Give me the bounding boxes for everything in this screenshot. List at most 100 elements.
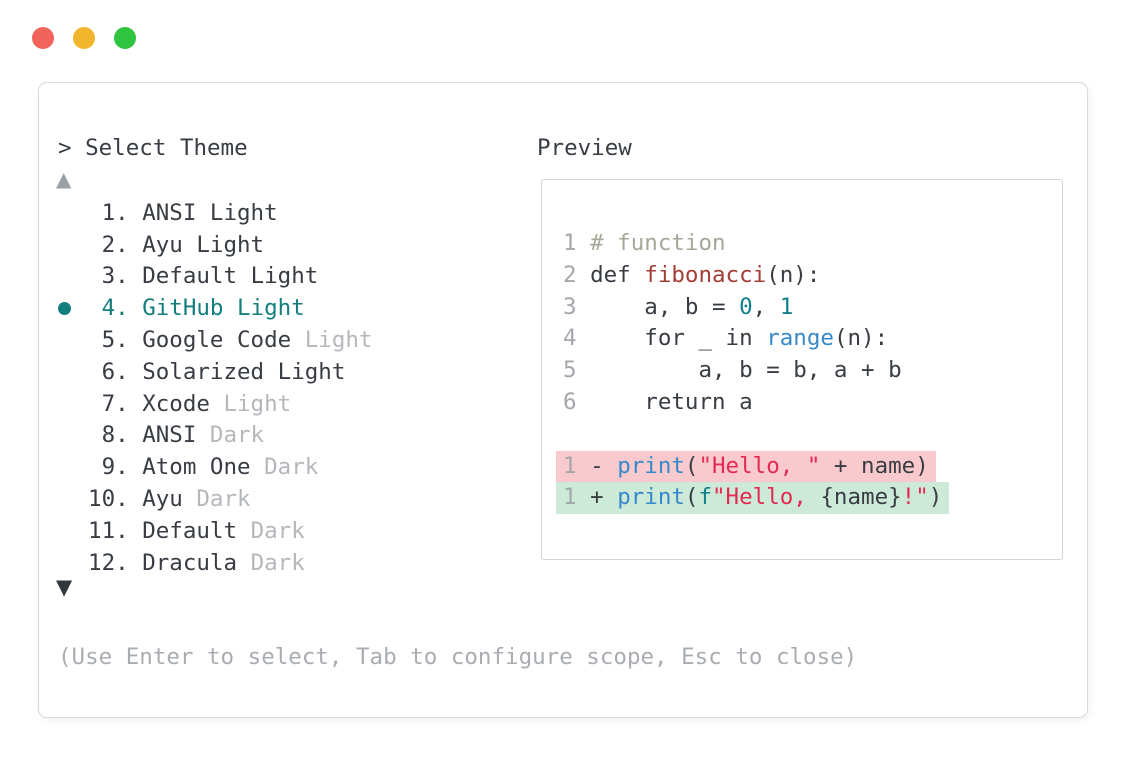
code-token-code: def: [590, 261, 645, 288]
theme-list-item[interactable]: 9. Atom One Dark: [58, 451, 372, 483]
selected-bullet-slot: [58, 483, 88, 515]
theme-item-label: Atom One Dark: [142, 454, 319, 481]
selected-bullet-slot: [58, 547, 88, 579]
theme-item-number: 4.: [101, 295, 129, 322]
theme-list-item[interactable]: 1. ANSI Light: [58, 197, 372, 229]
theme-item-label: Dracula Dark: [142, 549, 305, 576]
selected-bullet-slot: [58, 420, 88, 452]
theme-list-item[interactable]: 5. Google Code Light: [58, 324, 373, 356]
close-button[interactable]: [32, 27, 54, 49]
diff-sign: -: [576, 452, 618, 479]
selected-bullet-icon: [58, 301, 71, 315]
theme-item-number: 7.: [101, 390, 129, 417]
code-token-code: {name}: [820, 484, 902, 511]
theme-item-number: 6.: [101, 358, 129, 385]
code-token-code: + name): [820, 452, 929, 479]
selected-bullet-slot: [58, 292, 88, 324]
theme-item-label: Xcode Light: [142, 390, 292, 417]
code-token-string: "Hello, ": [698, 452, 821, 479]
theme-item-label: Ayu Dark: [142, 486, 251, 513]
code-token-code: a, b = b, a + b: [590, 357, 902, 384]
code-token-builtin: print: [617, 452, 685, 479]
preview-title: Preview: [537, 135, 632, 161]
code-token-comment: # function: [590, 230, 726, 256]
theme-item-number: 1.: [101, 199, 129, 226]
theme-item-label: ANSI Light: [142, 199, 278, 226]
theme-list-item[interactable]: 7. Xcode Light: [58, 388, 372, 420]
theme-item-label: Default Dark: [142, 517, 305, 544]
theme-list-item[interactable]: 3. Default Light: [58, 261, 372, 293]
theme-item-number: 12.: [88, 549, 129, 576]
code-line: 2 def fibonacci(n):: [563, 260, 820, 292]
theme-list-item[interactable]: 10. Ayu Dark: [58, 483, 372, 515]
selected-bullet-slot: [58, 515, 88, 547]
selected-bullet-slot: [58, 451, 88, 483]
line-number: 1: [563, 230, 591, 256]
selected-bullet-slot: [58, 261, 88, 293]
line-number: 1: [563, 484, 577, 511]
theme-item-label: GitHub Light: [142, 295, 305, 322]
line-number: 5: [563, 357, 591, 384]
picker-prompt: > Select Theme: [58, 135, 248, 161]
code-line: 3 a, b = 0, 1: [563, 292, 793, 324]
code-token-code: (: [684, 484, 699, 511]
theme-list-item[interactable]: 8. ANSI Dark: [58, 420, 372, 452]
theme-item-label: Google Code Light: [142, 327, 373, 354]
theme-item-number: 11.: [88, 517, 129, 544]
code-token-function: fibonacci: [644, 261, 767, 288]
selected-bullet-slot: [58, 197, 88, 229]
diff-line-removed: 1 - print("Hello, " + name): [556, 450, 936, 483]
scroll-up-icon[interactable]: ▲: [56, 167, 72, 191]
code-token-string: "Hello,: [712, 484, 821, 511]
code-token-number: 0: [739, 293, 753, 320]
code-token-code: for _ in: [590, 325, 767, 352]
line-number: 6: [563, 388, 591, 415]
selected-bullet-slot: [58, 229, 88, 261]
theme-item-label: Default Light: [142, 263, 319, 290]
minimize-button[interactable]: [73, 27, 95, 49]
maximize-button[interactable]: [114, 27, 136, 49]
theme-list-item[interactable]: 6. Solarized Light: [58, 356, 372, 388]
line-number: 2: [563, 261, 591, 288]
theme-list-item[interactable]: 4. GitHub Light: [58, 292, 372, 324]
code-token-number: f: [698, 484, 713, 511]
code-line: 5 a, b = b, a + b: [563, 355, 902, 387]
window-controls: [32, 27, 136, 49]
theme-item-number: 10.: [88, 486, 129, 513]
diff-line-added: 1 + print(f"Hello, {name}!"): [556, 482, 950, 515]
theme-item-number: 5.: [101, 327, 129, 354]
theme-item-label: Solarized Light: [142, 358, 346, 385]
theme-item-label: ANSI Dark: [142, 422, 265, 449]
code-token-code: return a: [590, 388, 753, 415]
theme-list-item[interactable]: 12. Dracula Dark: [58, 547, 372, 579]
line-number: 1: [563, 452, 577, 479]
scroll-down-icon[interactable]: ▼: [56, 575, 73, 599]
selected-bullet-slot: [58, 356, 88, 388]
theme-item-number: 8.: [101, 422, 129, 449]
theme-list-item[interactable]: 2.Ayu Light: [58, 229, 372, 261]
code-line: 4 for _ in range(n):: [563, 323, 888, 355]
theme-item-number: 3.: [101, 263, 129, 290]
footer-hint: (Use Enter to select, Tab to configure s…: [58, 644, 858, 670]
diff-sign: +: [576, 484, 618, 511]
code-token-number: 1: [779, 293, 794, 320]
code-token-builtin: range: [766, 325, 834, 352]
code-token-code: (n):: [833, 325, 889, 352]
code-token-code: a, b =: [590, 293, 740, 320]
line-number: 3: [563, 293, 591, 320]
code-token-code: (n):: [766, 261, 821, 288]
theme-item-number: 9.: [101, 454, 129, 481]
code-token-code: ,: [752, 293, 780, 320]
code-line: 1 # function: [563, 228, 726, 260]
code-token-string: !": [901, 484, 929, 511]
selected-bullet-slot: [58, 324, 88, 356]
code-token-builtin: print: [617, 484, 685, 511]
theme-list-item[interactable]: 11. Default Dark: [58, 515, 372, 547]
line-number: 4: [563, 325, 591, 352]
code-line: 6 return a: [563, 387, 753, 419]
code-token-code: ): [928, 484, 943, 511]
theme-item-label: Ayu Light: [142, 231, 265, 258]
